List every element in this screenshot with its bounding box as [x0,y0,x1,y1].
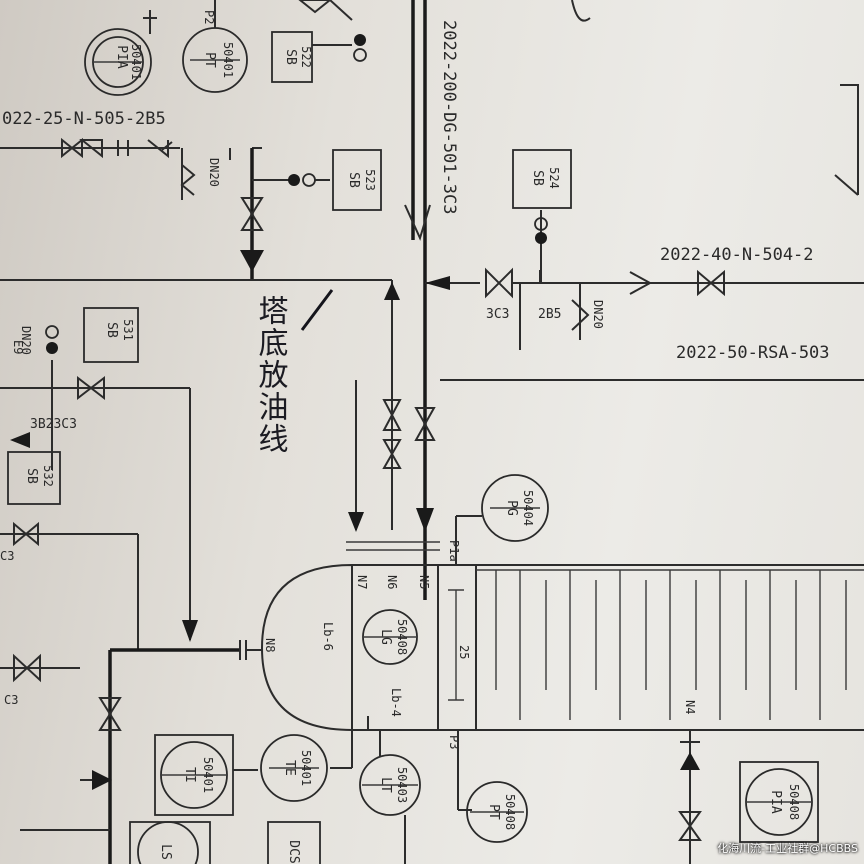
flow-arrow [240,250,264,272]
svg-text:N7: N7 [355,575,369,589]
svg-text:SB: SB [283,49,298,65]
pia-50408-bubble: PIA 50408 [745,768,813,836]
pt-50401-num: 50401 [221,42,235,78]
svg-text:PG: PG [504,500,519,516]
svg-text:SB: SB [24,468,39,484]
svg-text:Lb-4: Lb-4 [389,688,403,717]
svg-text:LT: LT [378,777,393,793]
svg-text:PT: PT [486,804,501,820]
line-label-n505: 022-25-N-505-2B5 [2,109,166,129]
handwritten-note: 塔底放油线 [253,295,289,455]
pt-50408-bubble: PT 50408 [466,781,528,843]
svg-text:DCS: DCS [286,840,301,863]
pg-50404-bubble: PG 50404 [481,474,549,542]
ti-box [154,734,234,816]
svg-text:TE: TE [282,760,297,776]
svg-text:N6: N6 [385,575,399,589]
sb524-box [512,149,572,209]
label-dn20-c: DN20 [591,300,605,329]
svg-text:TI: TI [182,767,197,783]
svg-text:50404: 50404 [521,490,535,526]
label-2b5-a: 2B5 [538,307,561,322]
pia-50401-bubble: PIA 50401 [84,28,152,96]
svg-text:531: 531 [121,319,135,341]
line-label-n504: 2022-40-N-504-2 [660,245,814,265]
svg-text:50408: 50408 [503,794,517,830]
svg-text:SB: SB [346,172,361,188]
svg-text:50408: 50408 [787,784,801,820]
svg-text:PIA: PIA [768,790,783,814]
svg-text:LG: LG [378,629,393,645]
sb531-box [83,307,139,363]
pia-50401-num: 50401 [129,44,143,80]
label-e9: E9 [11,340,25,354]
tube-bundle [448,569,864,720]
label-p2: P2 [202,10,216,24]
svg-text:SB: SB [530,170,545,186]
solenoid-dot [354,34,366,46]
svg-text:532: 532 [41,465,55,487]
label-dn20-a: DN20 [207,158,221,187]
svg-text:N5: N5 [417,575,431,589]
svg-text:25: 25 [457,645,471,659]
svg-text:N8: N8 [263,638,277,652]
sb522-box [271,31,313,83]
line-label-rsa503: 2022-50-RSA-503 [676,343,830,363]
valve-v2 [485,267,513,299]
line-label-dg501: 2022-200-DG-501-3C3 [439,20,459,214]
pia-50401-tag: PIA [114,45,129,69]
lt-50403-bubble: LT 50403 [359,754,421,816]
svg-text:SB: SB [104,322,119,338]
svg-text:524: 524 [547,167,561,189]
ls-bubble: LS [137,821,199,864]
sb532-box [7,451,61,505]
lg-50408-bubble: LG 50408 [362,609,418,665]
ti-50401-bubble: TI 50401 [160,741,228,809]
svg-text:50401: 50401 [201,757,215,793]
label-c3-left2: C3 [4,693,18,707]
svg-text:50401: 50401 [299,750,313,786]
svg-text:50403: 50403 [395,767,409,803]
pt-50401-tag: PT [202,52,217,68]
label-dn20-b: DN20 [19,326,33,355]
label-3b23c3: 3B23C3 [30,417,77,432]
valve-v1 [240,197,264,231]
vessel-head [260,563,353,732]
watermark: 化海川流-工业社群@HCBBS [717,842,858,855]
svg-text:P1a: P1a [447,540,461,562]
svg-text:LS: LS [158,844,173,860]
svg-text:50408: 50408 [395,619,409,655]
svg-text:523: 523 [363,169,377,191]
pt-50401-bubble: PT 50401 [182,27,248,93]
svg-text:N4: N4 [683,700,697,714]
dcs-box [267,821,321,864]
te-50401-bubble: TE 50401 [260,734,328,802]
label-3c3-a: 3C3 [486,307,509,322]
svg-text:Lb-6: Lb-6 [321,622,335,651]
sb523-box [332,149,382,211]
svg-text:522: 522 [299,46,313,68]
label-c3-left: C3 [0,549,14,563]
